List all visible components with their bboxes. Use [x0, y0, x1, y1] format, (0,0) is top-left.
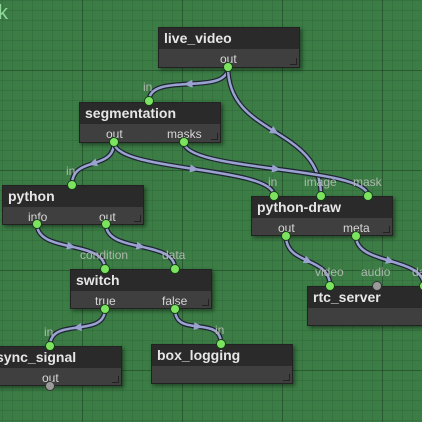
port-label-true: true [95, 294, 116, 308]
wire-python-info-to-switch-condition[interactable] [34, 223, 108, 270]
wire-arrow-icon [385, 256, 395, 264]
node-switch[interactable]: switch true false [70, 269, 212, 309]
node-python[interactable]: python info out [2, 185, 144, 225]
port-python-draw-out[interactable] [282, 232, 290, 240]
wire-segmentation-out-to-python-in[interactable] [69, 141, 117, 186]
wire-arrow-icon [88, 158, 99, 167]
wire-segmentation-masks-to-python-draw-mask[interactable] [181, 141, 371, 197]
node-segmentation[interactable]: segmentation out masks [79, 102, 221, 143]
resize-handle[interactable] [211, 133, 218, 140]
port-switch-true[interactable] [101, 305, 109, 313]
wire-python-draw-meta-to-rtc-data[interactable] [353, 235, 422, 287]
port-python-draw-in[interactable] [270, 192, 278, 200]
resize-handle[interactable] [383, 226, 390, 233]
port-segmentation-masks[interactable] [180, 138, 188, 146]
wire-arrow-icon [135, 241, 146, 250]
node-live-video[interactable]: live_video out [158, 27, 300, 68]
port-label-box-logging-in: in [215, 323, 225, 337]
port-rtc-data[interactable] [420, 282, 422, 290]
port-segmentation-out[interactable] [110, 138, 118, 146]
port-python-draw-mask[interactable] [364, 192, 372, 200]
port-label-switch-data: data [162, 248, 186, 262]
port-label-out: out [42, 371, 59, 385]
port-switch-condition[interactable] [101, 265, 109, 273]
port-python-draw-image[interactable] [317, 192, 325, 200]
node-title: switch [71, 270, 211, 291]
wire-arrow-icon [66, 241, 76, 250]
port-sync-in[interactable] [46, 342, 54, 350]
node-title: box_logging [152, 345, 292, 366]
port-label-rtc-video: video [315, 265, 344, 279]
node-rtc-server[interactable]: rtc_server [307, 286, 422, 326]
resize-handle[interactable] [290, 58, 297, 65]
node-title: segmentation [80, 103, 220, 124]
port-label-masks: masks [167, 127, 202, 141]
port-rtc-audio[interactable] [373, 282, 381, 290]
port-label-python-draw-in: in [268, 175, 278, 189]
port-sync-out[interactable] [46, 382, 54, 390]
port-python-in[interactable] [68, 181, 76, 189]
port-label-python-draw-mask: mask [353, 175, 382, 189]
node-sync-signal[interactable]: sync_signal out [0, 346, 122, 386]
port-label-false: false [162, 294, 188, 308]
port-live-video-out[interactable] [224, 63, 232, 71]
node-title: live_video [159, 28, 299, 49]
port-python-info[interactable] [33, 220, 41, 228]
wire-python-out-to-switch-data[interactable] [103, 223, 178, 270]
resize-handle[interactable] [202, 299, 209, 306]
wire-segmentation-out-to-python-draw-in[interactable] [111, 141, 277, 197]
port-segmentation-in[interactable] [145, 97, 153, 105]
port-label-segmentation-in: in [143, 80, 153, 94]
port-label-python-draw-image: image [304, 175, 337, 189]
port-label-out: out [106, 127, 123, 141]
wire-arrow-icon [193, 322, 203, 331]
resize-handle[interactable] [134, 215, 141, 222]
port-label-python-in: in [66, 164, 76, 178]
wire-arrow-icon [268, 125, 279, 135]
port-switch-false[interactable] [171, 305, 179, 313]
wire-switch-false-to-box-logging-in[interactable] [172, 308, 224, 345]
wire-arrow-icon [189, 164, 199, 173]
wire-switch-true-to-sync-in[interactable] [47, 308, 108, 347]
port-python-out[interactable] [102, 220, 110, 228]
port-rtc-video[interactable] [326, 282, 334, 290]
node-title: python [3, 186, 143, 207]
port-label-rtc-audio: audio [361, 265, 391, 279]
port-label-info: info [28, 210, 48, 224]
wire-arrow-icon [72, 323, 82, 331]
wire-live-video-out-to-segmentation-in[interactable] [146, 66, 231, 102]
wire-arrow-icon [271, 164, 281, 173]
port-switch-data[interactable] [171, 265, 179, 273]
port-label-sync-in: in [44, 325, 54, 339]
wire-python-draw-out-to-rtc-video[interactable] [283, 235, 333, 287]
port-label-out: out [220, 52, 237, 66]
port-label-meta: meta [343, 221, 370, 235]
port-python-draw-meta[interactable] [352, 232, 360, 240]
resize-handle[interactable] [112, 376, 119, 383]
port-box-logging-in[interactable] [217, 340, 225, 348]
resize-handle[interactable] [283, 374, 290, 381]
node-box-logging[interactable]: box_logging [151, 344, 293, 384]
node-title: sync_signal [0, 347, 121, 368]
node-python-draw[interactable]: python-draw out meta [251, 196, 393, 236]
port-label-switch-condition: condition [80, 248, 129, 262]
port-label-rtc-data: data [412, 265, 422, 279]
node-title: rtc_server [308, 287, 422, 308]
wire-arrow-icon [183, 79, 193, 88]
clipped-label: k [0, 2, 8, 24]
port-label-out: out [278, 221, 295, 235]
wire-arrow-icon [302, 255, 313, 264]
node-title: python-draw [252, 197, 392, 218]
